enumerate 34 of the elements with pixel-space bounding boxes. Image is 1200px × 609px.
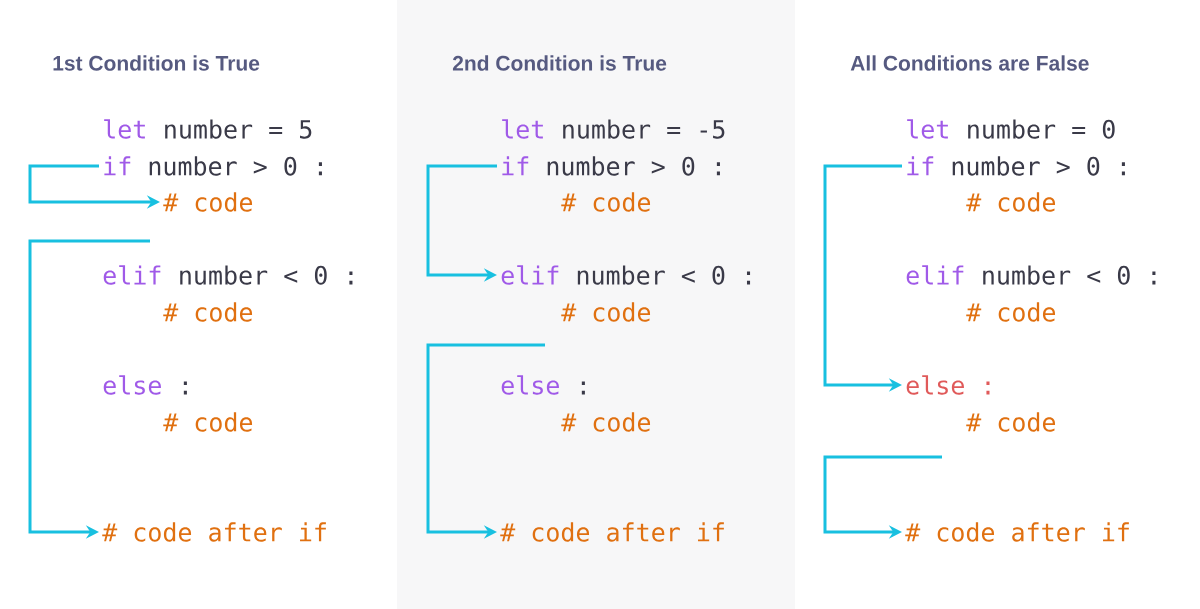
code-line: # code after if <box>102 522 326 542</box>
code-keyword: let <box>907 119 948 139</box>
code-comment: # code <box>561 302 651 322</box>
panel-title: All Conditions are False <box>850 55 1089 71</box>
code-line: # code after if <box>905 522 1129 542</box>
code-keyword: let <box>502 119 543 139</box>
code-text: : <box>183 381 187 395</box>
code-line: elif number < 0 : <box>501 265 751 285</box>
code-line: else : <box>906 375 990 395</box>
panel-title: 2nd Condition is True <box>452 55 667 71</box>
code-comment: # code <box>966 192 1056 212</box>
code-comment: # code <box>163 302 253 322</box>
code-line: # code <box>163 192 253 212</box>
code-keyword: elif <box>103 265 161 285</box>
code-comment: # code <box>966 302 1056 322</box>
code-comment: # code <box>966 412 1056 432</box>
code-keyword: let <box>104 119 145 139</box>
code-keyword: elif <box>906 265 964 285</box>
code-line: if number > 0 : <box>907 156 1125 176</box>
panel-title: 1st Condition is True <box>53 55 260 71</box>
code-line: if number > 0 : <box>502 156 720 176</box>
code-text: number < 0 : <box>180 265 353 285</box>
code-text: number = -5 <box>563 119 725 139</box>
code-text: : <box>581 381 585 395</box>
code-comment: # code <box>561 192 651 212</box>
code-line: # code after if <box>500 522 724 542</box>
code-text: number = 0 <box>968 119 1115 139</box>
code-keyword: else <box>501 375 559 395</box>
code-keyword: else <box>103 375 161 395</box>
code-line: if number > 0 : <box>104 156 322 176</box>
code-comment: # code <box>561 412 651 432</box>
code-text: number = 5 <box>165 119 312 139</box>
code-comment: # code <box>163 412 253 432</box>
code-text: number < 0 : <box>983 265 1156 285</box>
